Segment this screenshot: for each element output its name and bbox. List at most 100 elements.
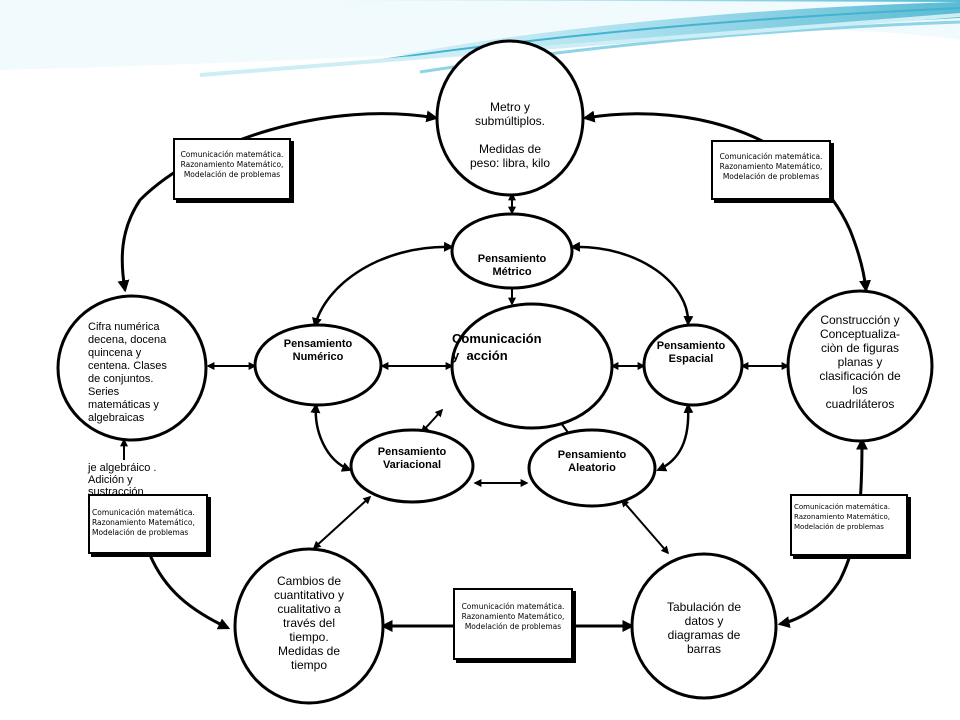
box-top-left: Comunicación matemática. Razonamiento Ma… [173,138,291,200]
node-bottomleft-line: Cambios de [276,574,342,588]
node-espacial-line-2: Espacial [668,353,714,365]
node-bottomright-text: Tabulación de datos y diagramas de barra… [638,600,770,656]
overflow-line-1: je algebráico . [88,462,157,474]
box-line-3: Modelación de problemas [794,523,884,531]
node-bottomleft-line: tiempo. [289,630,329,644]
node-right-line: planas y [837,355,883,369]
node-aleatorio-text: Pensamiento Aleatorio [532,449,652,475]
node-left-line: Series [88,386,120,398]
arrow-variacional-bottomleft [312,495,372,550]
node-right-line: clasificación de [819,369,901,383]
node-aleatorio-line-1: Pensamiento [557,449,627,461]
box-bottom-center: Comunicación matemática. Razonamiento Ma… [453,588,573,660]
node-metrico-line-1: Pensamiento [477,253,547,265]
node-bottomright-line: diagramas de [667,628,741,642]
arrow-metrico-espacial [570,241,694,326]
box-line-1: Comunicación matemática. [92,508,195,517]
box-line-1: Comunicación matemática. [794,503,891,511]
node-right-circle [786,289,934,443]
node-right-line: Construcción y [820,313,900,327]
node-variacional-text: Pensamiento Variacional [352,446,472,472]
node-top-line: submúltiplos. [474,114,546,128]
node-numerico-ellipse [253,323,383,407]
node-left-circle [56,294,208,442]
node-bottomleft-line: tiempo [290,658,328,672]
node-top-text: Metro y submúltiplos. Medidas de peso: l… [440,100,580,170]
node-variacional-line-2: Variacional [382,459,442,471]
arrow-center-variacional [420,408,444,434]
node-bottomright-line: datos y [684,614,724,628]
arrow-aleatorio-bottomright [620,498,670,555]
box-line-3: Modelación de problemas [722,172,820,181]
box-line-2: Razonamiento Matemático, [461,612,565,621]
box-line-1: Comunicación matemática. [719,152,823,161]
box-line-3: Modelación de problemas [183,170,281,179]
header-wave-decoration [0,0,960,77]
node-left-line: Cifra numérica [88,321,160,333]
node-right-line: los [852,383,868,397]
node-metrico-ellipse [450,212,574,290]
node-bottomleft-line: Medidas de [277,644,341,658]
box-line-3: Modelación de problemas [92,528,189,537]
node-bottomright-line: Tabulación de [666,600,742,614]
box-line-1: Comunicación matemática. [461,602,565,611]
box-right: Comunicación matemática. Razonamiento Ma… [790,494,908,556]
box-line-2: Razonamiento Matemático, [92,518,195,527]
node-metrico-text: Pensamiento Métrico [452,253,572,279]
node-left-text: Cifra numérica decena, docena quincena y… [88,321,174,425]
node-espacial-text: Pensamiento Espacial [636,340,746,366]
node-espacial-line-1: Pensamiento [656,340,726,352]
box-line-3: Modelación de problemas [464,622,562,631]
node-right-line: ciòn de figuras [820,341,900,355]
node-bottomright-line: barras [686,642,721,656]
overflow-line-2: Adición y [88,474,133,486]
node-bottomleft-text: Cambios de cuantitativo y cualitativo a … [240,574,378,672]
node-variacional-line-1: Pensamiento [377,446,447,458]
node-left-line: matemáticas y [88,399,159,411]
node-espacial-ellipse [642,323,744,407]
arrow-right-to-bottomright [777,437,868,628]
box-line-2: Razonamiento Matemático, [794,513,890,521]
node-aleatorio-ellipse [527,428,657,508]
box-line-1: Comunicación matemática. [180,150,284,159]
node-circles [56,39,934,705]
arrow-numerico-variacional [310,403,352,472]
arrow-left-to-bottomleft [148,554,231,630]
node-center-line-1: Comunicación [452,331,542,346]
node-bottomleft-line: través del [282,616,336,630]
node-bottomright-circle [630,552,778,700]
node-aleatorio-line-2: Aleatorio [568,462,616,474]
overflow-text: je algebráico . Adición y sustracción [88,462,157,498]
node-left-line: centena. Clases [88,360,167,372]
node-metrico-line-2: Métrico [492,266,532,278]
node-bottomleft-line: cuantitativo y [273,588,345,602]
node-top-circle [435,39,585,197]
node-top-line [440,128,580,142]
box-line-2: Razonamiento Matemático, [180,160,284,169]
node-center-line-2: y acción [452,348,508,363]
node-numerico-line-2: Numérico [292,351,344,363]
arrow-metrico-numerico [312,241,454,328]
node-left-line: de conjuntos. [88,373,154,385]
node-variacional-ellipse [349,428,475,504]
node-right-line: cuadriláteros [825,397,895,411]
arrow-espacial-aleatorio [656,403,694,472]
node-center-ellipse [450,302,614,430]
node-bottomleft-circle [233,547,385,705]
node-top-line: Metro y [489,100,530,114]
node-right-text: Construcción y Conceptualiza- ciòn de fi… [795,313,925,411]
node-right-line: Conceptualiza- [819,327,901,341]
node-top-line: peso: libra, kilo [469,156,551,170]
box-line-2: Razonamiento Matemático, [719,162,823,171]
node-top-line: Medidas de [478,142,542,156]
box-bottom-left: Comunicación matemática. Razonamiento Ma… [88,494,208,554]
node-left-line: quincena y [88,347,142,359]
node-left-line: decena, docena [88,334,167,346]
node-numerico-line-1: Pensamiento [283,338,353,350]
node-left-line: algebraicas [88,412,145,424]
node-bottomleft-line: cualitativo a [277,602,341,616]
node-numerico-text: Pensamiento Numérico [258,338,378,364]
box-top-right: Comunicación matemática. Razonamiento Ma… [711,140,831,200]
node-center-text: Comunicación y acción [452,330,562,364]
